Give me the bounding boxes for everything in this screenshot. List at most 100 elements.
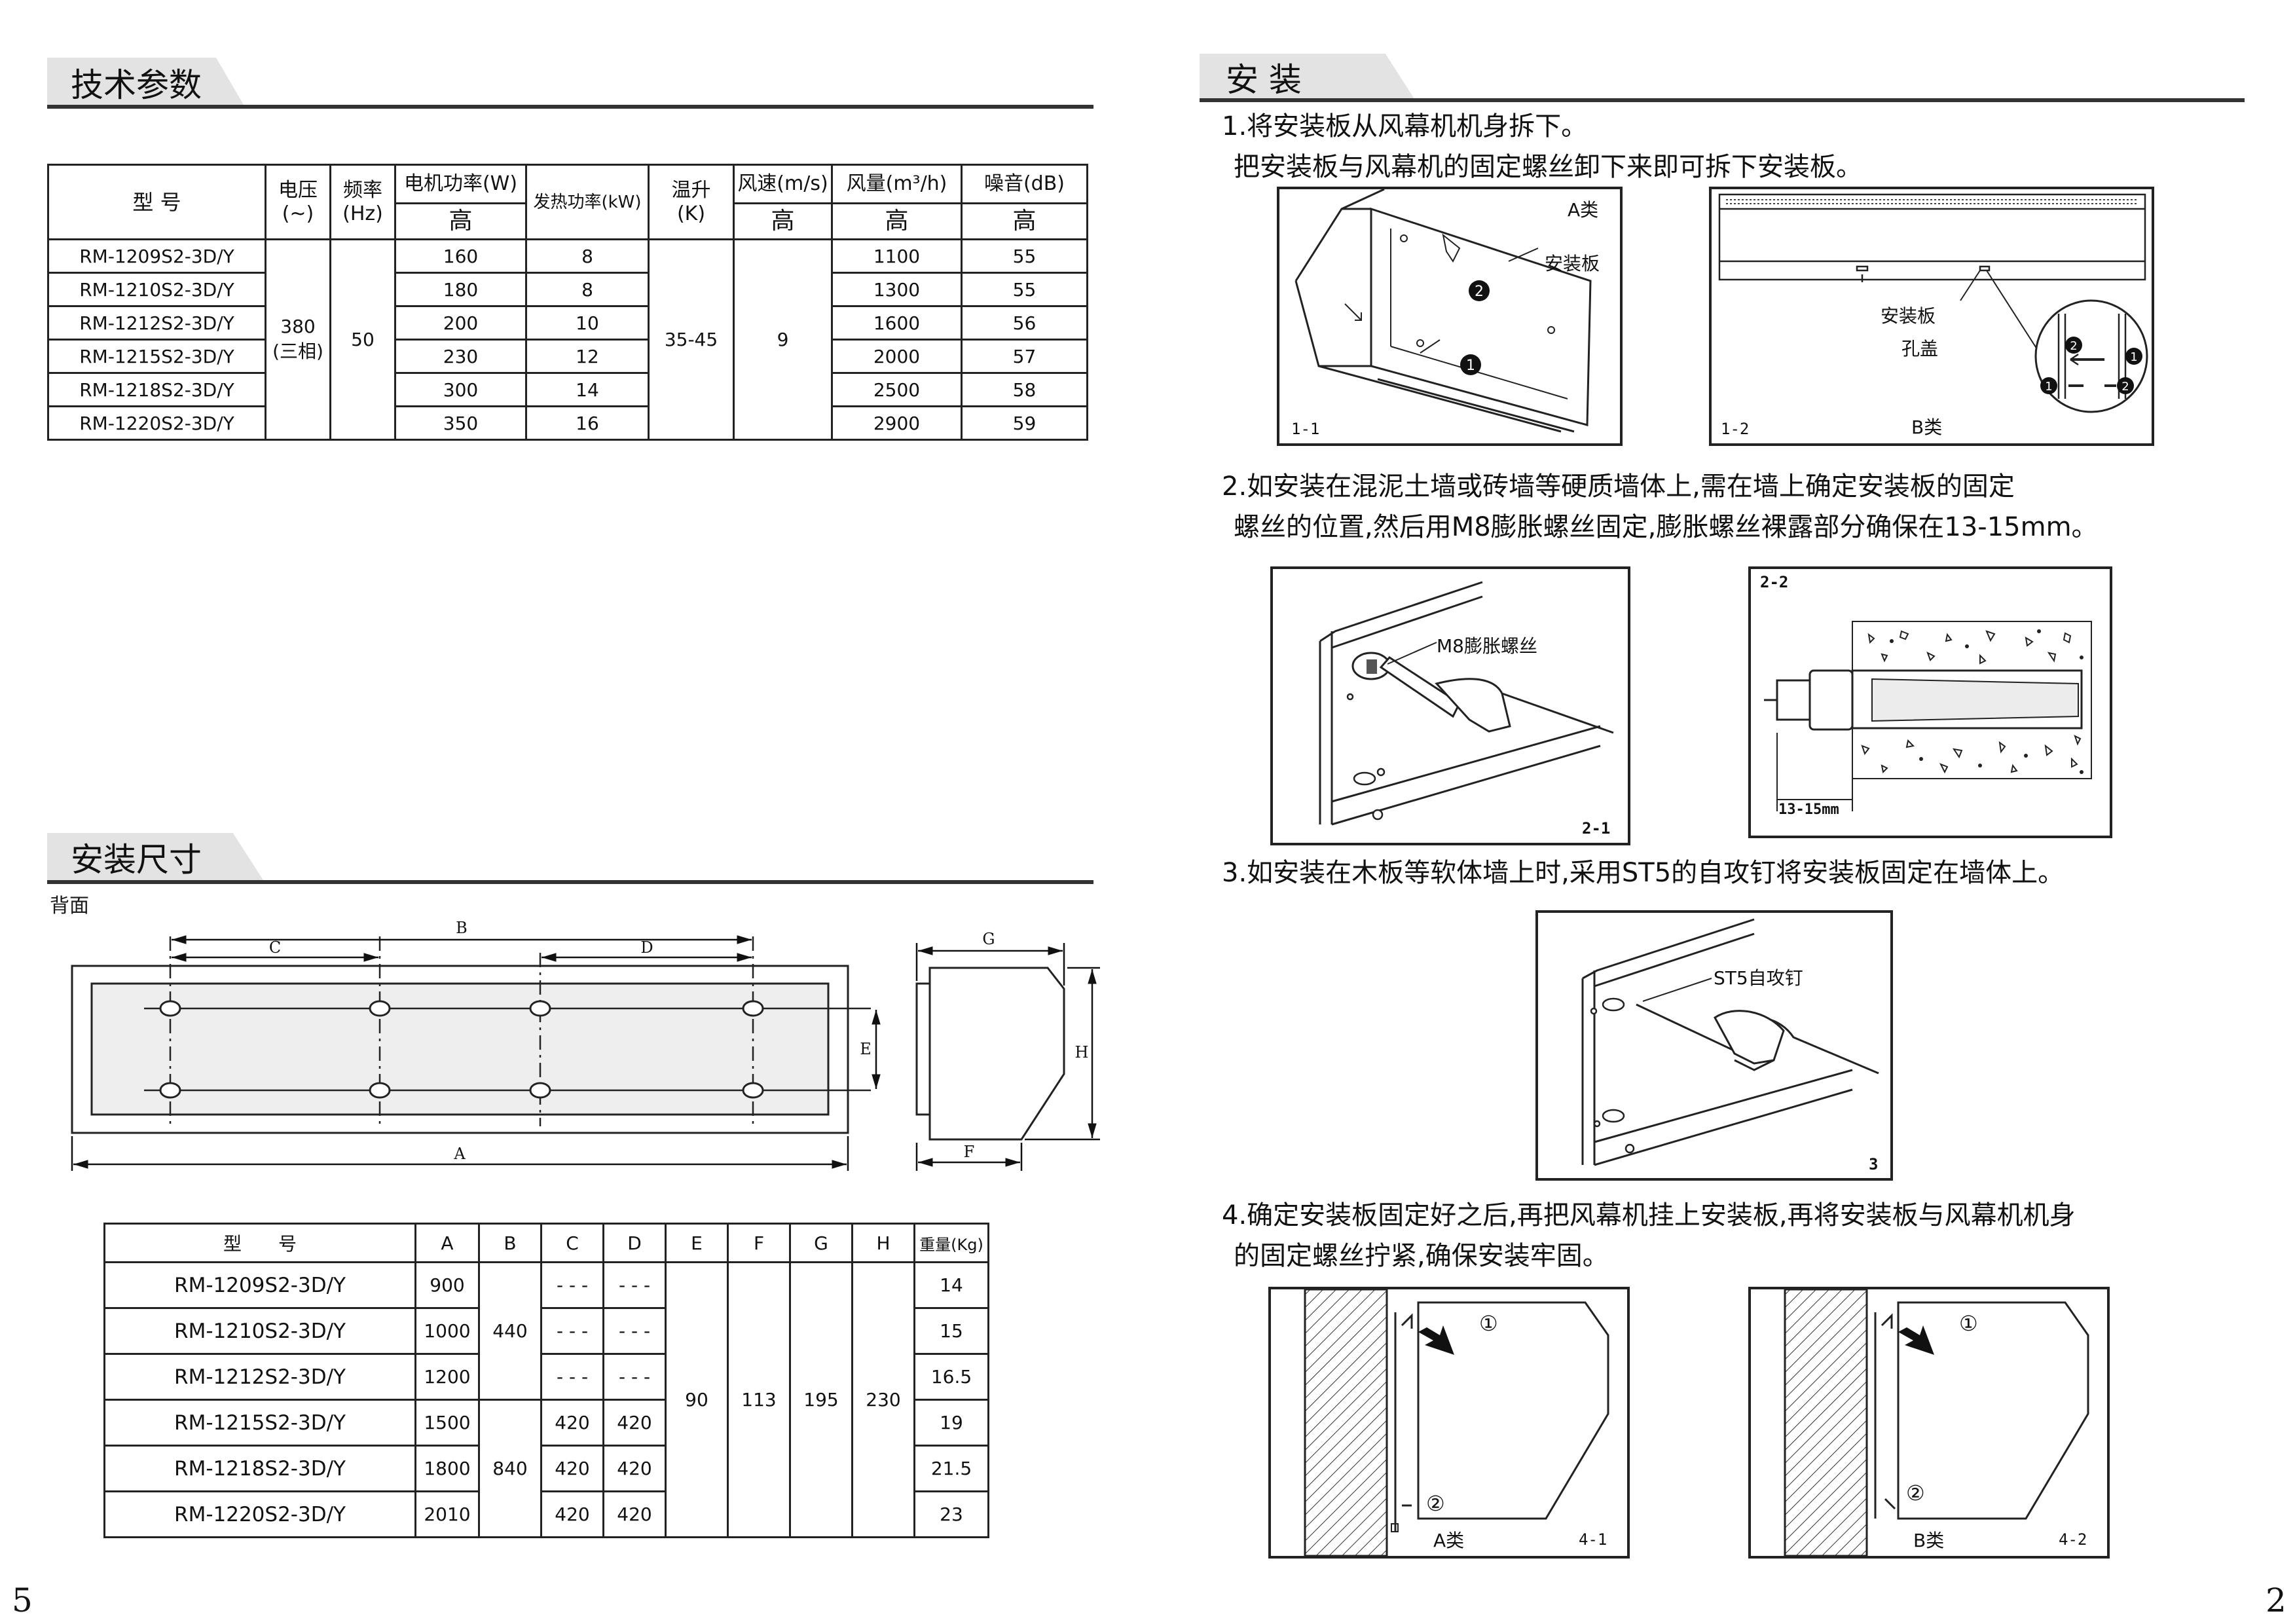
dim-label-f: F [964, 1143, 975, 1161]
cell-weight: 21.5 [913, 1445, 989, 1492]
th-noise-high: 高 [961, 202, 1088, 240]
tech-title-rule [47, 105, 1093, 109]
th-frequency: 频率(Hz) [329, 164, 396, 240]
fig41-type-label: A类 [1433, 1530, 1465, 1551]
cell-wind-speed: 9 [733, 238, 833, 441]
cell-weight: 23 [913, 1490, 989, 1538]
figure-1-1: 2 1 A类 安装板 1-1 [1277, 187, 1623, 446]
table-row: RM-1209S2-3D/Y 380(三相) 50 160 8 35-45 9 … [47, 238, 1088, 441]
th-noise: 噪音(dB) [961, 164, 1088, 204]
step1-line1: 1.将安装板从风幕机机身拆下。 [1222, 111, 1588, 141]
cell-d: - - - [602, 1307, 667, 1355]
cell-model: RM-1218S2-3D/Y [103, 1445, 416, 1492]
th-d: D [602, 1223, 667, 1263]
figure-2-1: M8膨胀螺丝 2-1 [1270, 566, 1630, 845]
fig42-type-label: B类 [1913, 1530, 1945, 1551]
cell-c: 420 [540, 1490, 604, 1538]
th-f: F [727, 1223, 791, 1263]
cell-voltage: 380(三相) [265, 238, 331, 441]
th-air-volume: 风量(m³/h) [831, 164, 963, 204]
fig21-caption: 2-1 [1582, 819, 1611, 838]
table-row: RM-1220S2-3D/Y 350 16 2900 59 [47, 405, 1088, 441]
install-dimensions-title: 安装尺寸 [71, 841, 202, 879]
fig12-badge-1b: 1 [2045, 380, 2052, 394]
th-wind-high: 高 [733, 202, 833, 240]
tech-title-tab [47, 58, 244, 105]
dim-label-g: G [982, 930, 995, 948]
cell-f: 113 [727, 1261, 791, 1538]
cell-c: 420 [540, 1445, 604, 1492]
fig11-caption: 1-1 [1291, 420, 1320, 438]
cell-noise: 55 [961, 272, 1088, 307]
th-g: G [789, 1223, 853, 1263]
figure-2-2: 2-2 13-15mm [1748, 566, 2112, 838]
fig11-badge-1: 1 [1466, 358, 1475, 374]
cell-b: 840 [478, 1399, 542, 1538]
dim-label-b: B [456, 919, 468, 937]
cell-model: RM-1215S2-3D/Y [103, 1399, 416, 1447]
th-weight: 重量(Kg) [913, 1223, 989, 1263]
table-row: RM-1210S2-3D/Y 1000 - - - - - - 15 [103, 1307, 989, 1355]
table-row: RM-1215S2-3D/Y 1500 840 420 420 19 [103, 1399, 989, 1538]
step4-text: 4.确定安装板固定好之后,再把风幕机挂上安装板,再将安装板与风幕机机身 的固定螺… [1222, 1195, 2076, 1276]
table-row: RM-1209S2-3D/Y 900 440 - - - - - - 90 11… [103, 1261, 989, 1538]
fig42-callout-2: ② [1906, 1481, 1925, 1505]
cell-noise: 56 [961, 305, 1088, 341]
cell-motor: 350 [394, 405, 527, 441]
cell-d: 420 [602, 1399, 667, 1447]
th-model: 型 号 [47, 164, 266, 240]
fig21-illustration [1319, 581, 1614, 826]
fig21-bolt-label: M8膨胀螺丝 [1437, 635, 1537, 657]
figure-1-2: 2 1 1 2 安装板 孔盖 B类 1-2 [1709, 187, 2154, 446]
cell-heat: 12 [525, 339, 650, 374]
table-row: RM-1218S2-3D/Y 300 14 2500 58 [47, 372, 1088, 407]
cell-c: - - - [540, 1353, 604, 1401]
cell-c: - - - [540, 1307, 604, 1355]
cell-model: RM-1210S2-3D/Y [47, 272, 266, 307]
fig12-badge-2a: 2 [2070, 339, 2077, 353]
figure-4-2: ① ② B类 4-2 [1748, 1287, 2110, 1559]
fig22-caption: 2-2 [1760, 573, 1789, 591]
cell-weight: 15 [913, 1307, 989, 1355]
table-row: RM-1215S2-3D/Y 230 12 2000 57 [47, 339, 1088, 374]
cell-noise: 59 [961, 405, 1088, 441]
cell-motor: 300 [394, 372, 527, 407]
cell-b: 440 [478, 1261, 542, 1401]
th-model: 型 号 [103, 1223, 416, 1263]
fig12-badge-2b: 2 [2121, 380, 2129, 394]
install-title-tab [1200, 54, 1416, 101]
cell-h: 230 [851, 1261, 915, 1538]
cell-a: 1200 [414, 1353, 480, 1401]
fig3-caption: 3 [1869, 1155, 1879, 1173]
cell-air: 2500 [831, 372, 963, 407]
cell-temp-rise: 35-45 [648, 238, 735, 441]
step2-line2: 螺丝的位置,然后用M8膨胀螺丝固定,膨胀螺丝裸露部分确保在13-15mm。 [1234, 512, 2098, 542]
step4-line2: 的固定螺丝拧紧,确保安装牢固。 [1234, 1241, 1609, 1271]
cell-model: RM-1218S2-3D/Y [47, 372, 266, 407]
th-voltage: 电压(~) [265, 164, 331, 240]
th-b: B [478, 1223, 542, 1263]
dim-label-h: H [1075, 1043, 1089, 1061]
cell-air: 1100 [831, 238, 963, 274]
cell-weight: 14 [913, 1261, 989, 1309]
cell-heat: 14 [525, 372, 650, 407]
table-row: RM-1218S2-3D/Y 1800 420 420 21.5 [103, 1445, 989, 1492]
cell-noise: 58 [961, 372, 1088, 407]
cell-weight: 16.5 [913, 1353, 989, 1401]
cell-model: RM-1209S2-3D/Y [103, 1261, 416, 1309]
figure-4-1: ① ② A类 4-1 [1268, 1287, 1630, 1559]
cell-motor: 160 [394, 238, 527, 274]
cell-a: 2010 [414, 1490, 480, 1538]
cell-noise: 57 [961, 339, 1088, 374]
cell-motor: 180 [394, 272, 527, 307]
dim-label-a: A [453, 1145, 466, 1163]
dim-title-rule [47, 880, 1093, 884]
cell-air: 1600 [831, 305, 963, 341]
cell-motor: 230 [394, 339, 527, 374]
cell-weight: 19 [913, 1399, 989, 1447]
step1-text: 1.将安装板从风幕机机身拆下。 把安装板与风幕机的固定螺丝卸下来即可拆下安装板。 [1222, 106, 1862, 187]
th-a: A [414, 1223, 480, 1263]
cell-a: 900 [414, 1261, 480, 1309]
step2-line1: 2.如安装在混泥土墙或砖墙等硬质墙体上,需在墙上确定安装板的固定 [1222, 471, 2015, 502]
